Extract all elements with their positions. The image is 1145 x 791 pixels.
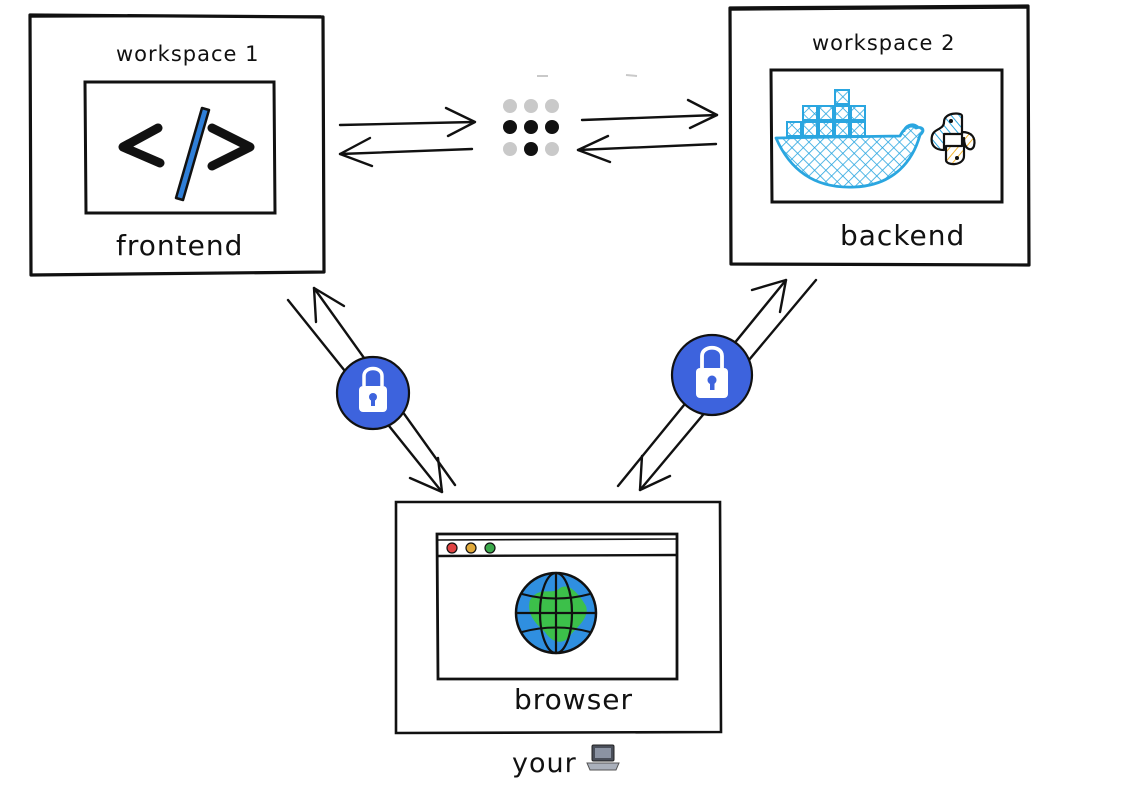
browser-label: browser <box>514 683 634 716</box>
globe-icon <box>514 571 598 655</box>
arrow-hub-to-workspace1 <box>338 136 474 168</box>
arrow-workspace1-to-hub <box>338 106 477 138</box>
lock-icon <box>335 355 411 431</box>
frontend-label: frontend <box>116 229 244 262</box>
docker-whale-icon <box>774 89 925 189</box>
window-minimize-dot <box>465 542 477 554</box>
window-maximize-dot <box>484 542 496 554</box>
workspace-1-title: workspace 1 <box>116 42 260 66</box>
your-label: your <box>512 748 577 779</box>
workspace-2-title: workspace 2 <box>812 31 956 55</box>
dot-grid-icon <box>503 99 559 156</box>
arrow-hub-to-workspace2 <box>580 98 719 130</box>
laptop-icon <box>586 744 620 771</box>
workspace-1-box <box>28 13 326 277</box>
backend-label: backend <box>840 219 966 252</box>
browser-box <box>394 500 723 735</box>
browser-window <box>435 532 679 681</box>
arrow-workspace2-to-hub <box>576 134 718 164</box>
workspace-2-box <box>728 4 1031 267</box>
code-brackets-icon <box>118 106 255 202</box>
hub-faint-marks <box>537 74 638 77</box>
lock-icon <box>670 333 754 417</box>
window-close-dot <box>446 542 458 554</box>
backend-screen <box>769 68 1004 204</box>
frontend-screen <box>83 80 277 215</box>
python-icon <box>930 112 976 166</box>
